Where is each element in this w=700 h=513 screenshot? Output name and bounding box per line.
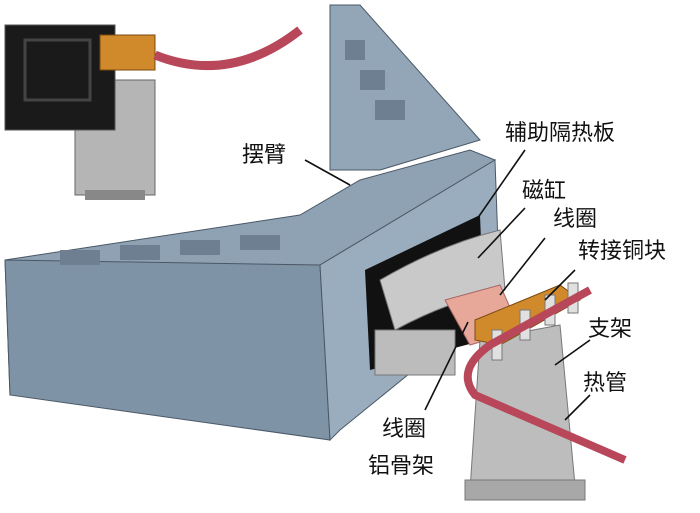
label-aux-heat-shield: 辅助隔热板 <box>505 121 616 146</box>
label-bracket: 支架 <box>588 317 633 342</box>
label-heat-pipe: 热管 <box>583 371 628 396</box>
label-coil-frame-line2: 铝骨架 <box>368 454 435 479</box>
leader-lines <box>304 149 591 421</box>
magnet-assembly <box>365 215 521 376</box>
bracket <box>464 324 586 501</box>
label-magnet-cylinder: 磁缸 <box>522 179 567 204</box>
label-coil-frame-line1: 线圈 <box>382 417 427 442</box>
heat-pipe <box>463 286 627 464</box>
label-coil: 线圈 <box>553 207 598 232</box>
label-adapter-copper-block: 转接铜块 <box>578 239 667 264</box>
label-swing-arm: 摆臂 <box>242 143 287 168</box>
inset-module <box>4 24 303 200</box>
